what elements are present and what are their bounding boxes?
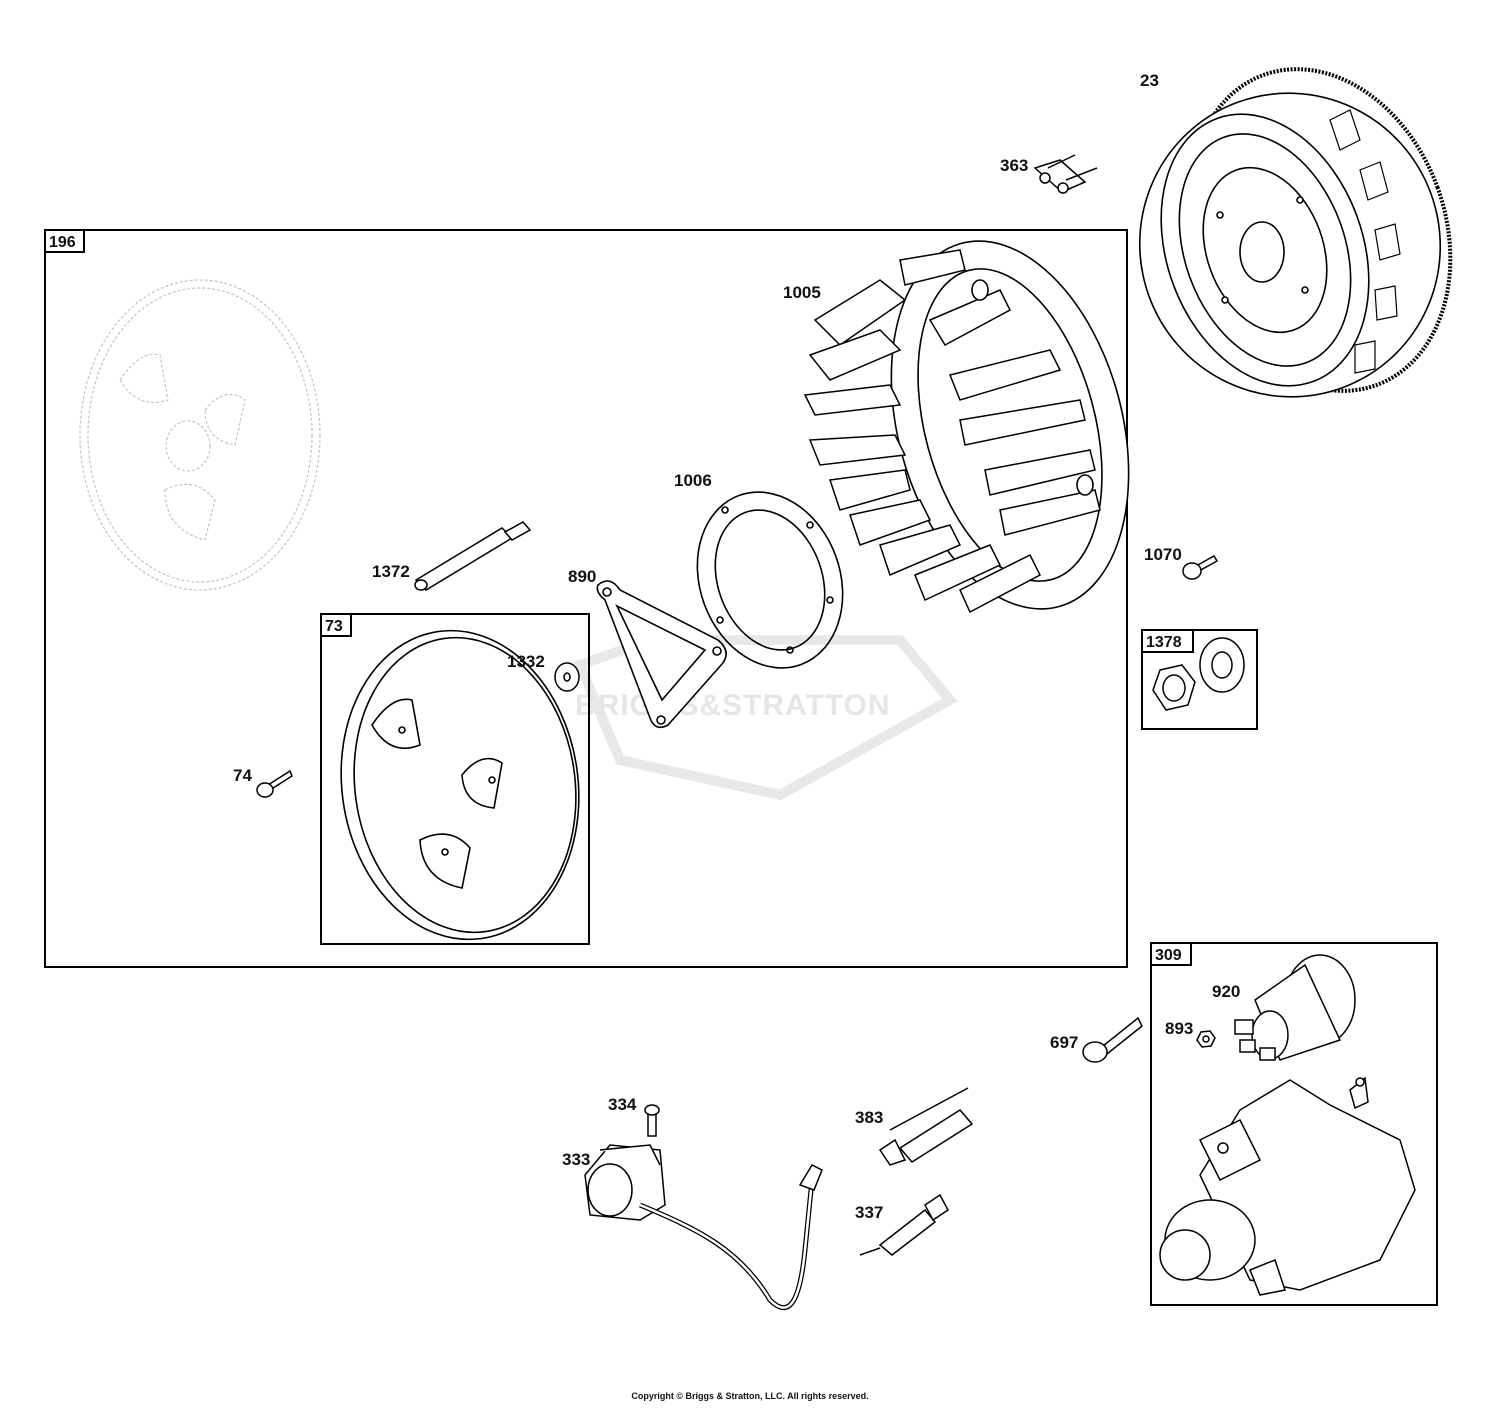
box-label-309: 309 — [1155, 947, 1182, 964]
part-label-333: 333 — [562, 1150, 590, 1169]
part-label-890: 890 — [568, 567, 596, 586]
part-label-1005: 1005 — [783, 283, 821, 302]
part-label-23: 23 — [1140, 71, 1159, 90]
part-label-74: 74 — [233, 766, 252, 785]
part-label-1070: 1070 — [1144, 545, 1182, 564]
flywheel-23 — [1138, 67, 1453, 398]
flywheel-screen-ghost — [79, 279, 321, 591]
group-box-196: 196 — [44, 229, 1128, 968]
copyright-notice: Copyright © Briggs & Stratton, LLC. All … — [631, 1391, 869, 1401]
spacer-1372 — [414, 521, 532, 591]
ignition-coil-333 — [584, 1144, 823, 1311]
bolt-697 — [1082, 1016, 1143, 1063]
group-box-1378: 1378 — [1141, 629, 1258, 730]
box-label-73: 73 — [325, 618, 343, 635]
part-label-1332: 1332 — [507, 652, 545, 671]
part-label-334: 334 — [608, 1095, 637, 1114]
part-label-697: 697 — [1050, 1033, 1078, 1052]
part-label-363: 363 — [1000, 156, 1028, 175]
bracket-363 — [1033, 154, 1098, 194]
part-label-1006: 1006 — [674, 471, 712, 490]
group-box-73: 73 — [320, 613, 590, 945]
solenoid-920 — [1234, 954, 1356, 1061]
part-label-383: 383 — [855, 1108, 883, 1127]
box-label-1378: 1378 — [1146, 634, 1182, 651]
box-label-196: 196 — [49, 234, 76, 251]
nut-and-washer-1378 — [1152, 637, 1245, 711]
screw-1070 — [1182, 554, 1219, 580]
watermark-text: BRIGGS&STRATTON — [575, 689, 891, 722]
spark-plug-337 — [859, 1193, 949, 1256]
part-label-920: 920 — [1212, 982, 1240, 1001]
washer-1332 — [554, 662, 580, 692]
part-label-893: 893 — [1165, 1019, 1193, 1038]
bracket-890 — [596, 580, 727, 729]
part-label-337: 337 — [855, 1203, 883, 1222]
part-label-1372: 1372 — [372, 562, 410, 581]
nut-893 — [1196, 1030, 1216, 1048]
group-box-309: 309 — [1150, 942, 1438, 1306]
screw-334 — [644, 1104, 660, 1137]
part-labels: 23 363 1005 1006 1372 890 1332 74 1070 6… — [233, 71, 1240, 1222]
cooling-fan-1005 — [803, 240, 1130, 614]
gasket-ring-1006 — [696, 491, 844, 669]
starter-motor — [1159, 1076, 1416, 1296]
screw-74 — [256, 769, 293, 798]
tool-383 — [878, 1087, 974, 1166]
flywheel-screen-73 — [340, 629, 580, 941]
